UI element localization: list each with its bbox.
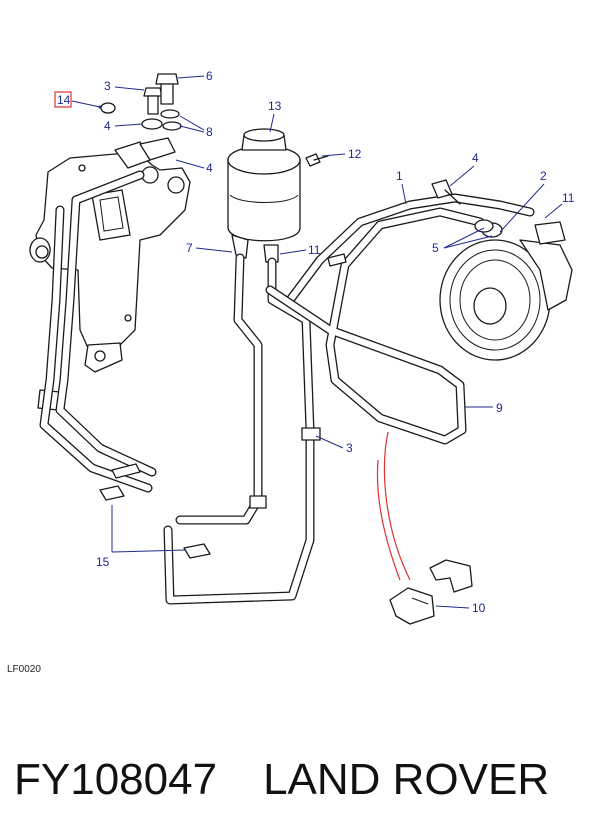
bolt-3-top [143,87,163,115]
brand-name: LAND ROVER [263,755,550,804]
callout-4-pump: 5 [432,227,493,255]
bolt-6 [155,73,179,105]
pressure-hose-1 [285,193,535,305]
svg-text:3: 3 [104,79,111,93]
washer-7-upper [160,109,180,119]
bolt-13 [305,153,329,167]
svg-text:5: 5 [432,241,439,255]
callout-7: 8 [179,115,213,139]
svg-text:6: 6 [206,69,213,83]
svg-text:4: 4 [472,151,479,165]
callout-12: 13 [268,99,282,133]
svg-text:7: 7 [186,241,193,255]
svg-text:8: 8 [206,125,213,139]
washer-7-lower [162,121,182,131]
clip-15-lower [183,543,211,559]
washer-4-top [141,118,163,130]
reservoir [227,128,301,263]
callout-9: 9 [465,401,503,415]
callout-10: 10 [435,601,486,615]
svg-text:2: 2 [540,169,547,183]
svg-text:4: 4 [206,161,213,175]
part-number: FY108047 [14,755,218,804]
callout-8: 7 [186,241,233,255]
callout-13: 12 [321,147,362,161]
svg-text:4: 4 [104,119,111,133]
callout-11-pump: 11 [544,191,575,219]
bolt-3-pump [431,179,461,205]
callout-5: 3 [315,435,353,455]
reservoir-hoses [163,253,321,605]
svg-text:11: 11 [562,191,575,205]
callout-1: 1 [396,169,407,205]
return-hose-9 [265,207,485,445]
footer-caption: FY108047 LAND ROVER [0,740,600,820]
svg-text:3: 3 [346,441,353,455]
clamp-10 [389,559,473,625]
svg-text:11: 11 [308,243,321,257]
svg-text:15: 15 [96,555,110,569]
callout-4-box: 4 [175,159,213,175]
callout-11-reservoir: 11 [279,243,321,257]
steering-pipes [39,170,157,493]
callout-4-top: 4 [104,119,143,133]
callout-3-top: 3 [104,79,145,93]
callout-3-pump: 4 [449,151,479,187]
nut-14 [100,102,116,114]
callout-2: 2 [499,169,547,233]
svg-text:1: 1 [396,169,403,183]
clip-15-upper [99,485,125,501]
callout-6: 6 [177,69,213,83]
svg-text:9: 9 [496,401,503,415]
diagram-reference-code: LF0020 [7,664,41,675]
callout-14: 14 [54,91,102,109]
svg-text:10: 10 [472,601,486,615]
svg-text:14: 14 [57,93,71,107]
pump [439,219,573,361]
svg-text:12: 12 [348,147,362,161]
svg-text:13: 13 [268,99,282,113]
red-marker-lines [376,431,411,581]
callout-15: 15 [96,505,187,569]
power-steering-hose-diagram: 14 3 6 4 8 4 13 12 7 11 1 [29,69,575,625]
